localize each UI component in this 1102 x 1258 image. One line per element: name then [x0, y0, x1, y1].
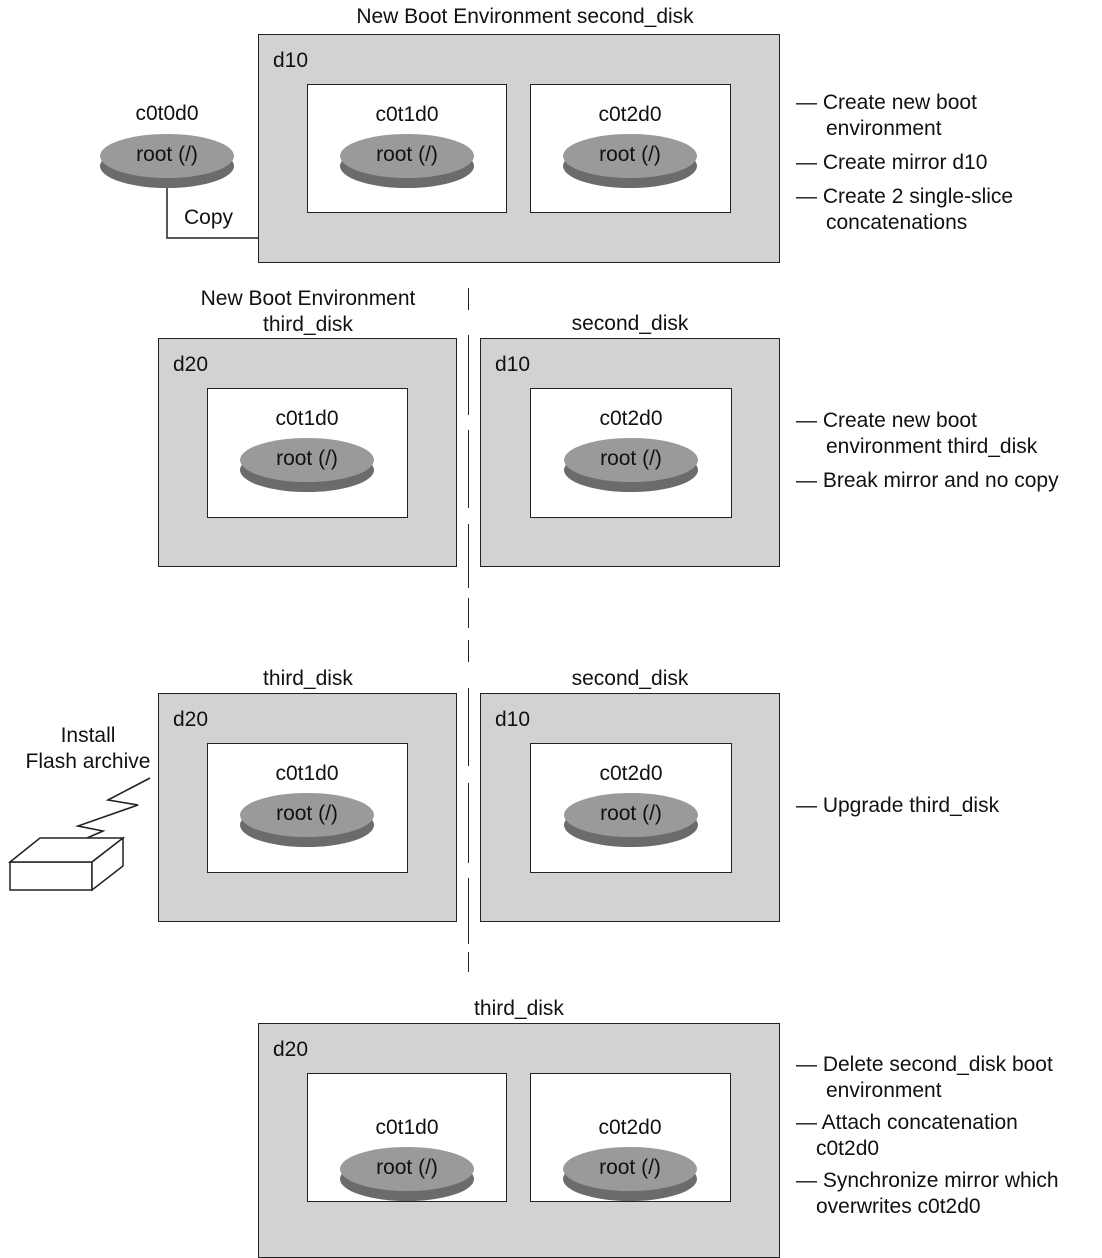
stage4-disk-box-2: c0t2d0 root (/) — [530, 1073, 731, 1202]
stage1-mirror-label: d10 — [273, 49, 309, 72]
stage2-right-disk-name: c0t2d0 — [599, 407, 663, 430]
stage3-right-disk-label: root (/) — [600, 802, 662, 825]
separator-dash — [468, 640, 469, 662]
stage4-disk-box-1: c0t1d0 root (/) — [307, 1073, 507, 1202]
stage4-disk-1-name: c0t1d0 — [375, 1116, 439, 1139]
stage2-left-title: New Boot Environment third_disk — [200, 287, 416, 336]
stage2-left-panel: d20 c0t1d0 root (/) — [158, 338, 457, 567]
stage3-note-1: — Upgrade third_disk — [796, 794, 1000, 817]
separator-dash — [468, 688, 469, 766]
stage2-left-disk-name: c0t1d0 — [275, 407, 339, 430]
stage4-title: third_disk — [474, 997, 564, 1020]
copy-label: Copy — [184, 206, 234, 229]
install-label: Install Flash archive — [25, 724, 151, 773]
stage3-left-disk-label: root (/) — [276, 802, 338, 825]
separator-dash — [468, 335, 469, 415]
stage3-right-panel: d10 c0t2d0 root (/) — [480, 693, 780, 922]
separator-dash — [468, 430, 469, 508]
separator-dash — [468, 783, 469, 863]
separator-dash — [468, 878, 469, 944]
source-disk-name: c0t0d0 — [135, 102, 199, 125]
separator-dash — [468, 952, 469, 972]
stage1-title: New Boot Environment second_disk — [356, 5, 694, 28]
stage1-disk-box-2: c0t2d0 root (/) — [530, 84, 731, 213]
stage1-disk-2-name: c0t2d0 — [598, 103, 662, 126]
source-disk-label: root (/) — [136, 143, 198, 166]
stage2-right-disk-label: root (/) — [600, 447, 662, 470]
stage2-left-disk-label: root (/) — [276, 447, 338, 470]
separator-dash — [468, 598, 469, 628]
stage3-right-disk-box: c0t2d0 root (/) — [530, 743, 732, 873]
stage3-left-title: third_disk — [263, 667, 353, 690]
stage3-left-mirror-label: d20 — [173, 708, 209, 731]
stage3-right-title: second_disk — [571, 667, 689, 690]
stage3-left-panel: d20 c0t1d0 root (/) — [158, 693, 457, 922]
stage2-right-mirror-label: d10 — [495, 353, 531, 376]
stage2-right-disk-box: c0t2d0 root (/) — [530, 388, 732, 518]
stage1-disk-1-name: c0t1d0 — [375, 103, 439, 126]
stage4-mirror-panel: d20 c0t1d0 root (/) c0t2d0 root (/) — [258, 1023, 780, 1258]
stage3-notes: — Upgrade third_disk — [796, 793, 999, 819]
stage1-disk-2-label: root (/) — [599, 143, 661, 166]
stage1-note-2: — Create mirror d10 — [796, 151, 988, 174]
stage1-disk-box-1: c0t1d0 root (/) — [307, 84, 507, 213]
stage2-right-title: second_disk — [571, 312, 689, 335]
stage4-disk-2-label: root (/) — [599, 1156, 661, 1179]
stage2-right-panel: d10 c0t2d0 root (/) — [480, 338, 780, 567]
stage4-disk-1-label: root (/) — [376, 1156, 438, 1179]
stage1-mirror-panel: d10 c0t1d0 root (/) c0t2d0 root (/) — [258, 34, 780, 263]
stage3-right-disk-name: c0t2d0 — [599, 762, 663, 785]
stage1-disk-1-label: root (/) — [376, 143, 438, 166]
separator-dash — [468, 524, 469, 588]
stage2-left-mirror-label: d20 — [173, 353, 209, 376]
stage4-disk-2-name: c0t2d0 — [598, 1116, 662, 1139]
stage3-left-disk-name: c0t1d0 — [275, 762, 339, 785]
stage4-mirror-label: d20 — [273, 1038, 309, 1061]
stage2-note-2: — Break mirror and no copy — [796, 469, 1059, 492]
stage2-left-disk-box: c0t1d0 root (/) — [207, 388, 408, 518]
stage3-left-disk-box: c0t1d0 root (/) — [207, 743, 408, 873]
separator-dash — [468, 288, 469, 310]
stage3-right-mirror-label: d10 — [495, 708, 531, 731]
